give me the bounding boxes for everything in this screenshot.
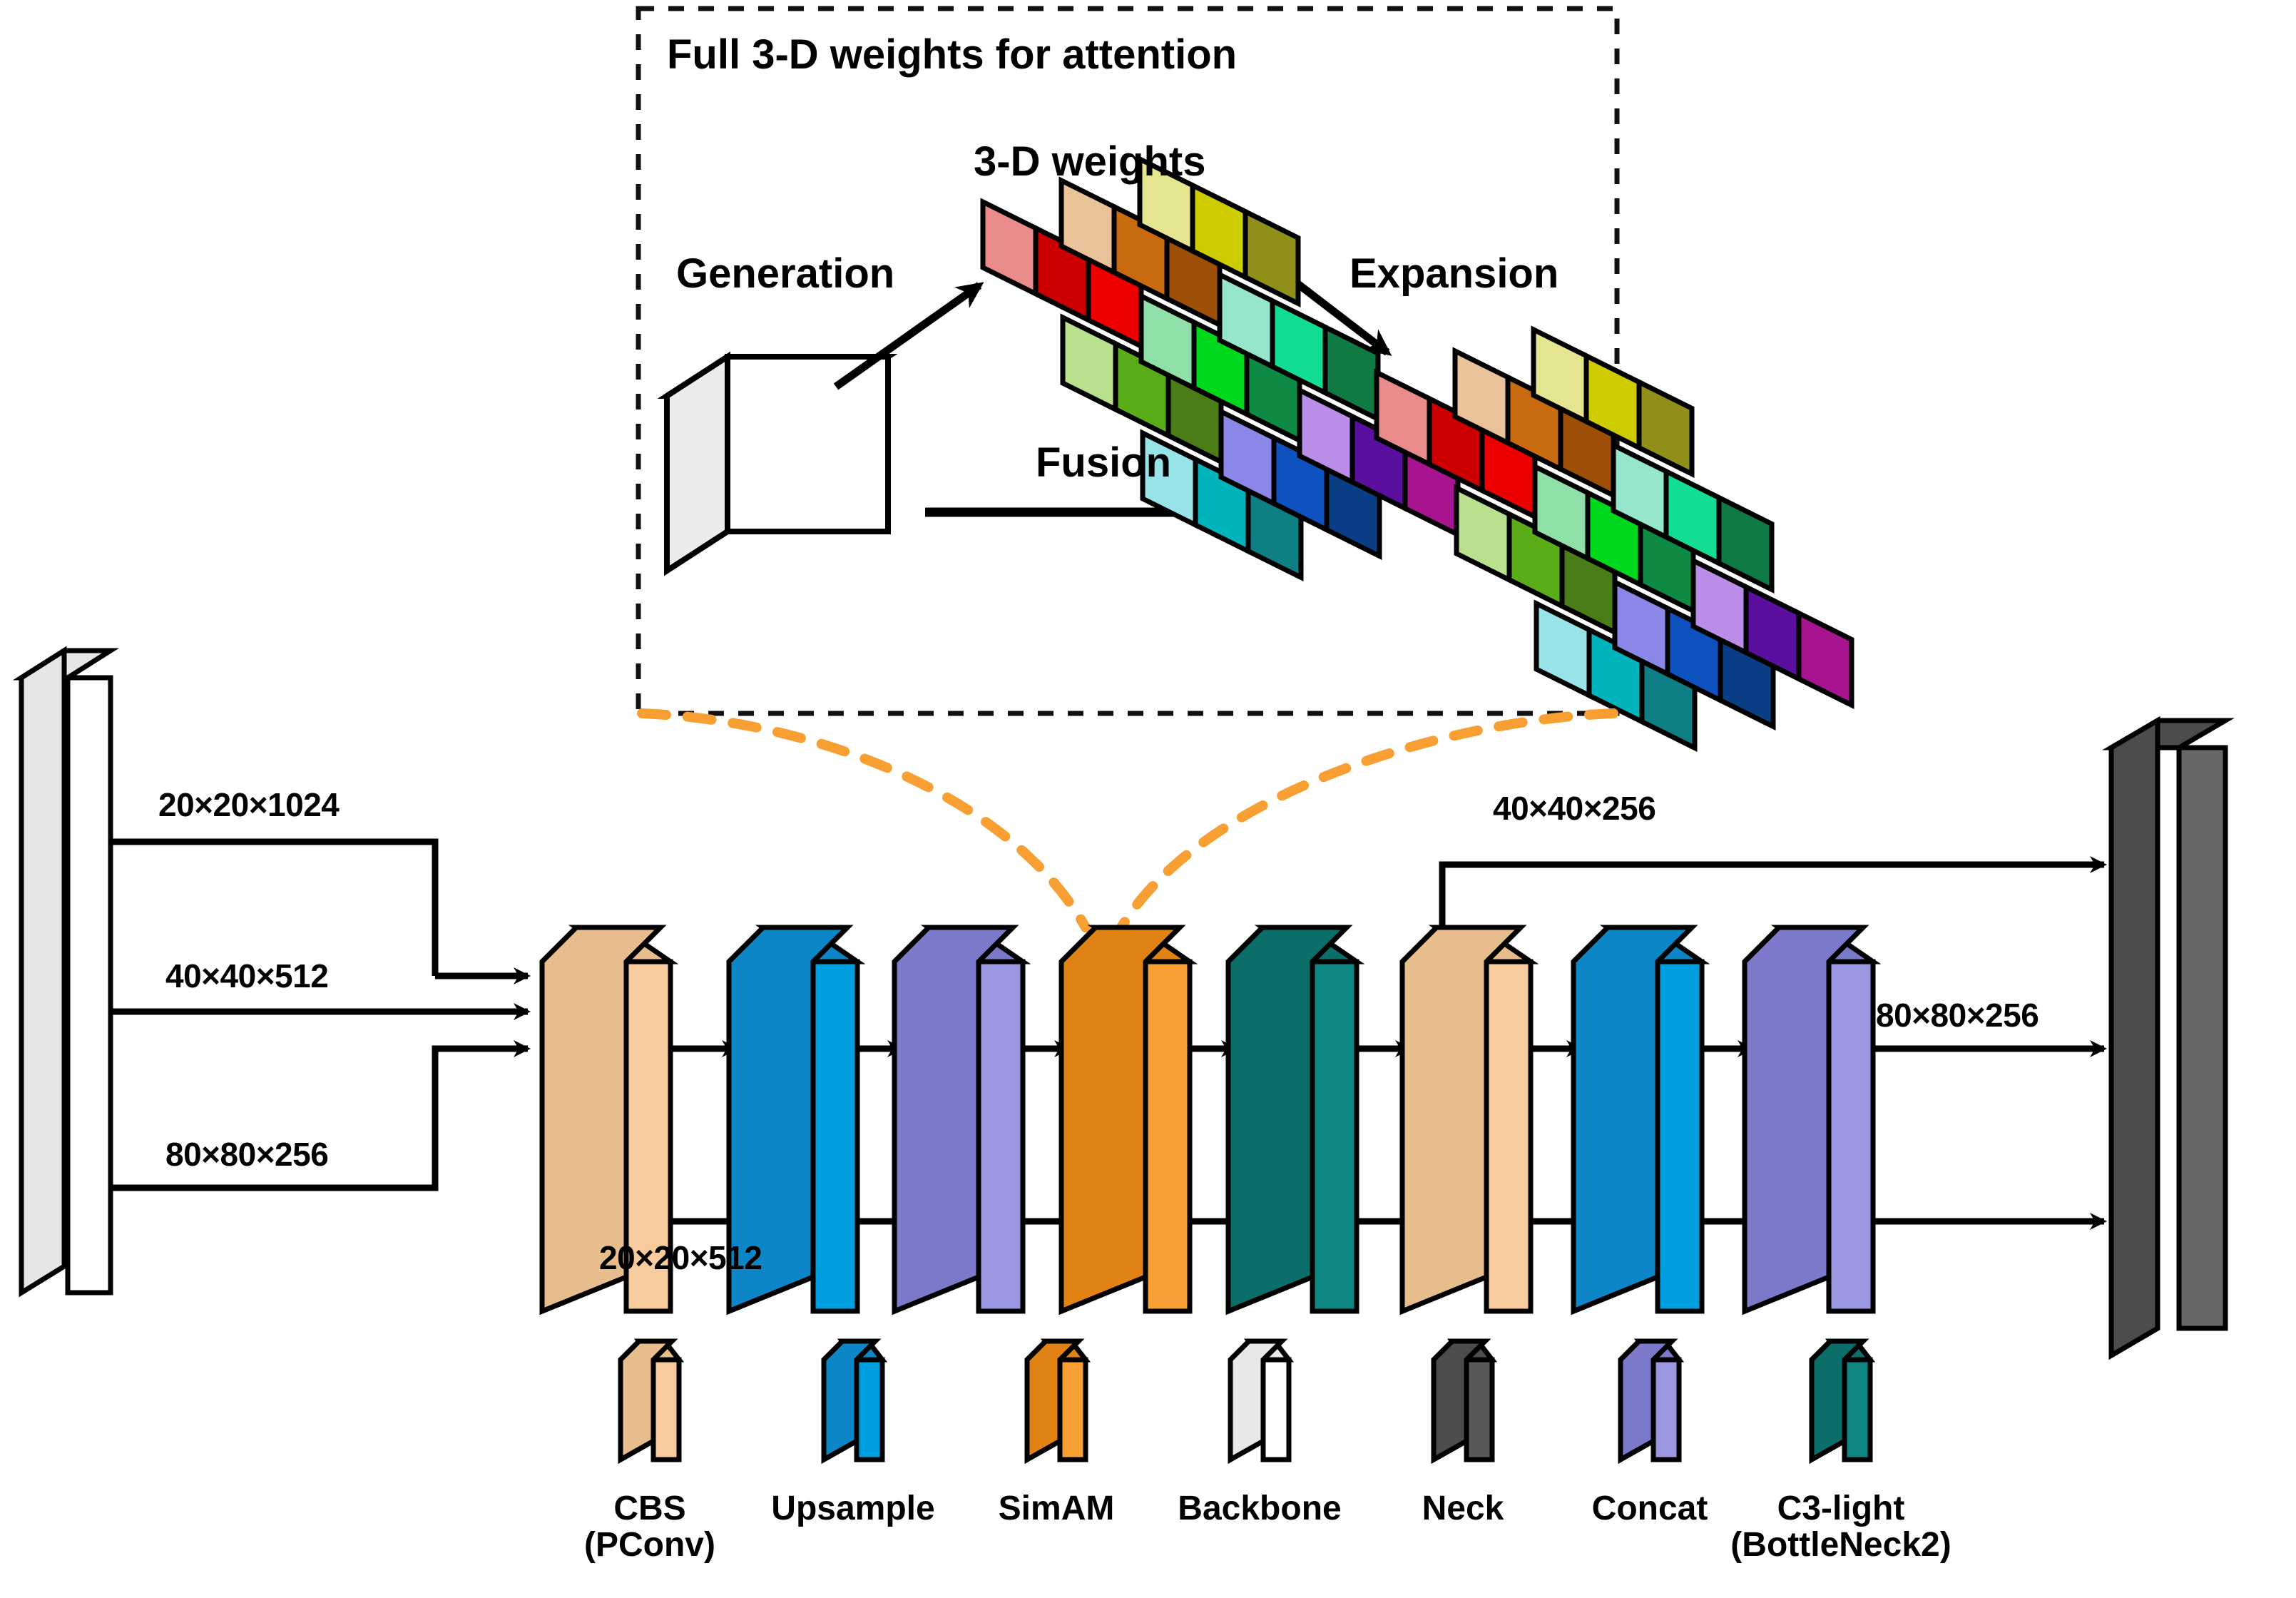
legend-label-backbone: Backbone (1178, 1490, 1342, 1527)
generation-arrow (833, 282, 984, 390)
legend-label-concat: Concat (1591, 1490, 1708, 1527)
neck-output-slab (2102, 716, 2235, 1360)
legend-icon-simam (1024, 1338, 1091, 1464)
legend-icons (618, 1338, 1876, 1464)
legend-icon-concat (1618, 1338, 1685, 1464)
pipeline-block-upsample2[interactable] (1571, 925, 1710, 1315)
expanded-weights-grid (1374, 325, 1854, 753)
pipeline-block-upsample[interactable] (726, 925, 866, 1315)
pipeline-blocks (539, 925, 1882, 1315)
legend-icon-backbone (1228, 1338, 1295, 1464)
backbone-slab (12, 646, 120, 1298)
expansion-label: Expansion (1349, 250, 1559, 297)
pipeline-block-cbs[interactable] (539, 925, 679, 1315)
attention-link-left (637, 708, 1091, 932)
pipeline-block-cbs2[interactable] (1399, 925, 1539, 1315)
dim-label-input-bottom: 80×80×256 (165, 1136, 329, 1173)
legend-icon-cbs (618, 1338, 685, 1464)
attention-detail-box (636, 6, 1620, 716)
legend-label-c3light: C3-light (BottleNeck2) (1730, 1490, 1951, 1564)
pipeline-block-simam[interactable] (1058, 925, 1198, 1315)
legend-label-neck: Neck (1422, 1490, 1504, 1527)
pipeline-block-concat[interactable] (892, 925, 1031, 1315)
attention-box-title: Full 3-D weights for attention (667, 31, 1238, 78)
legend-label-upsample: Upsample (771, 1490, 935, 1527)
weight-cell (1636, 377, 1695, 479)
fusion-label: Fusion (1036, 439, 1172, 486)
dim-label-out-top: 40×40×256 (1493, 790, 1656, 827)
expansion-arrow (1293, 279, 1392, 356)
skip-connection-top (1439, 856, 2107, 931)
weight-cell (1243, 207, 1301, 308)
attention-link-right (1116, 708, 1618, 932)
weight-cell (980, 198, 1039, 298)
three-d-weights-label: 3-D weights (974, 138, 1206, 185)
dim-label-out-mid: 80×80×256 (1876, 997, 2039, 1034)
legend-icon-c3light (1809, 1338, 1876, 1464)
input-routing-lines (111, 838, 531, 1191)
generation-label: Generation (676, 250, 895, 297)
dim-label-input-mid: 40×40×512 (165, 957, 329, 994)
legend-label-simam: SimAM (998, 1490, 1115, 1527)
input-cube (657, 351, 898, 576)
dim-label-input-top: 20×20×1024 (158, 786, 340, 823)
weight-cell (1796, 609, 1854, 710)
legend-icon-upsample (821, 1338, 888, 1464)
legend-icon-neck (1431, 1338, 1498, 1464)
legend-label-cbs: CBS (PConv) (584, 1490, 715, 1564)
pipeline-block-c3light[interactable] (1225, 925, 1365, 1315)
dim-label-skip-bottom: 20×20×512 (599, 1239, 762, 1276)
pipeline-block-concat2[interactable] (1742, 925, 1882, 1315)
weight-cell (1716, 493, 1775, 594)
three-d-weights-grid (980, 155, 1461, 582)
